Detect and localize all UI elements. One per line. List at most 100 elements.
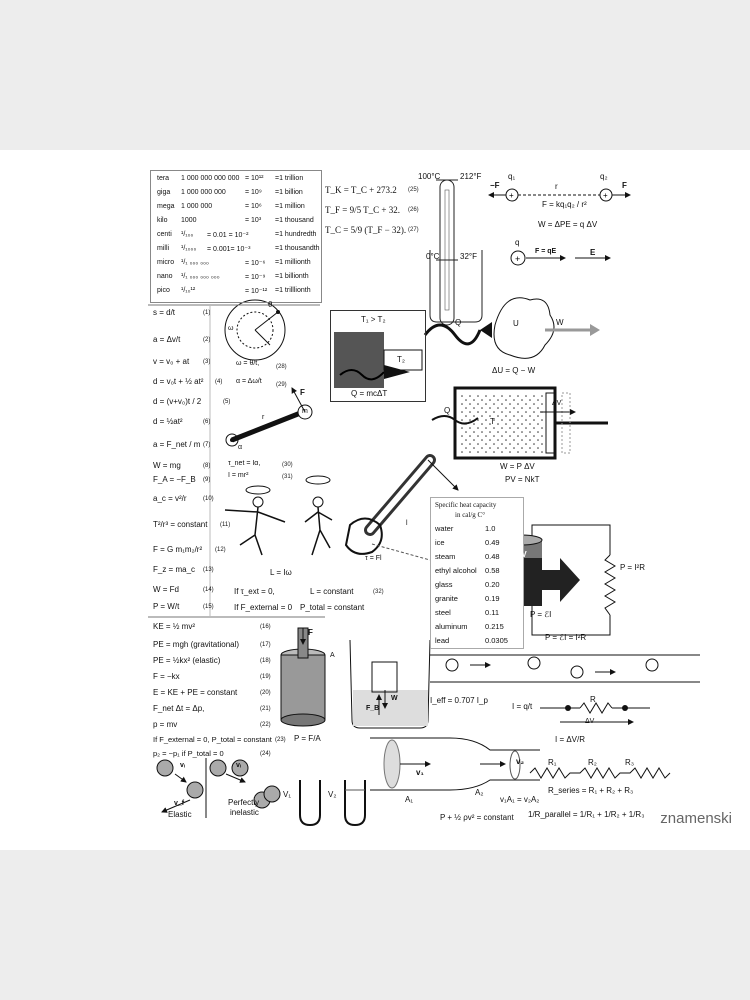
eq-number: (1) xyxy=(203,310,211,316)
collision-diagrams xyxy=(156,758,281,818)
prefix-word: =1 billionth xyxy=(275,273,309,280)
prefix-name: pico xyxy=(157,287,170,294)
label-r: r xyxy=(555,182,558,191)
equation: F_z = ma_c xyxy=(153,565,196,574)
power-i2r: P = I²R xyxy=(620,563,645,572)
equation: v = v₀ + at xyxy=(153,357,190,366)
buoyancy-beaker xyxy=(349,639,431,729)
label-q2: q₂ xyxy=(600,172,608,181)
prefix-word: =1 thousandth xyxy=(275,245,320,252)
prefix-name: milli xyxy=(157,245,170,252)
prefix-value: ¹/₁₀₀ xyxy=(181,231,194,238)
eq-number: (12) xyxy=(215,547,226,553)
prefix-name: kilo xyxy=(157,217,168,224)
bernoulli-eq: P + ½ ρv² = constant xyxy=(440,813,514,822)
label-a: A xyxy=(330,652,335,659)
eq-number: (18) xyxy=(260,658,271,664)
equation: a = Δv/t xyxy=(153,335,181,344)
label-f: F xyxy=(308,628,313,637)
coulomb-diagram: + + + xyxy=(488,188,631,266)
prefix-word: =1 trilllionth xyxy=(275,287,311,294)
equation: a_c = v²/r xyxy=(153,494,187,503)
label-w: W xyxy=(556,318,564,327)
label-32f: 32°F xyxy=(460,252,477,261)
omega-eq: ω = θ/t, xyxy=(236,360,260,367)
eq-number: (5) xyxy=(223,399,231,405)
material: glass xyxy=(435,580,453,589)
eq-celsius: T_C = 5/9 (T_F − 32). xyxy=(325,225,407,235)
first-law: ΔU = Q − W xyxy=(492,366,536,375)
eq-number: (8) xyxy=(203,463,211,469)
prefix-power: = 0.001= 10⁻³ xyxy=(207,246,251,253)
eq-number: (22) xyxy=(260,722,271,728)
prefix-power: = 10¹² xyxy=(245,175,264,182)
label-fb: F_B xyxy=(366,705,380,712)
label-f: F xyxy=(300,388,305,397)
label-e: E xyxy=(590,248,596,257)
material: granite xyxy=(435,594,458,603)
conservation-result-2: P_total = constant xyxy=(300,603,365,612)
eq-number: (25) xyxy=(408,187,419,193)
equation: F_A = −F_B xyxy=(153,475,196,484)
prefix-word: =1 trillion xyxy=(275,175,304,182)
label-f: F xyxy=(622,181,627,190)
label-v1: V₁ xyxy=(283,790,292,799)
label-100c: 100°C xyxy=(418,172,441,181)
prefix-word: =1 millionth xyxy=(275,259,311,266)
equation: W = Fd xyxy=(153,585,180,594)
label-q1: q₁ xyxy=(508,172,516,181)
label-w: W xyxy=(391,695,398,702)
eq-number: (10) xyxy=(203,496,214,502)
torque-lever xyxy=(225,387,313,447)
specific-heat-table: Specific heat capacity in cal/g C° water… xyxy=(430,497,524,649)
material: aluminum xyxy=(435,622,468,631)
label-r2: R₂ xyxy=(588,758,597,767)
equation: d = ½at² xyxy=(153,417,183,426)
continuity-eq: v₁A₁ = v₂A₂ xyxy=(500,795,540,804)
eq-number: (15) xyxy=(203,604,214,610)
prefix-power: = 10⁻⁹ xyxy=(245,274,266,281)
equation: E = KE + PE = constant xyxy=(153,688,238,697)
coulomb-law: F = kq₁q₂ / r² xyxy=(542,200,587,209)
eq-number: (17) xyxy=(260,642,271,648)
equation: PE = mgh (gravitational) xyxy=(153,640,240,649)
label-vi-2: vᵢ xyxy=(236,762,241,769)
prefix-word: =1 hundredth xyxy=(275,231,317,238)
eq-number: (2) xyxy=(203,337,211,343)
eq-number: (31) xyxy=(282,474,293,480)
label-fqe: F = qE xyxy=(535,248,557,255)
label-alpha: α xyxy=(238,444,243,451)
prefix-value: 1 000 000 000 000 xyxy=(181,175,240,182)
equation: s = d/t xyxy=(153,308,176,317)
label-r: r xyxy=(262,414,265,421)
label-212f: 212°F xyxy=(460,172,482,181)
label-0c: 0°C xyxy=(426,252,440,261)
eq-number: (30) xyxy=(282,462,293,468)
equation: d = (v+v₀)t / 2 xyxy=(153,397,202,406)
eq-number: (20) xyxy=(260,690,271,696)
eq-number: (13) xyxy=(203,567,214,573)
label-a2: A₂ xyxy=(475,788,484,797)
label-omega: ω xyxy=(228,325,234,332)
equation: F = G m₁m₂/r² xyxy=(153,545,203,554)
label-u: U xyxy=(513,319,519,328)
label-vel2: v₂ xyxy=(516,757,525,766)
eq-number: (29) xyxy=(276,382,287,388)
label-vi: vᵢ xyxy=(180,762,185,769)
eq-number: (3) xyxy=(203,359,211,365)
label-minus-f: −F xyxy=(490,181,500,190)
equation: KE = ½ mv² xyxy=(153,622,196,631)
material: steam xyxy=(435,552,456,561)
alpha-eq: α = Δω/t xyxy=(236,378,262,385)
current-def: I = q/t xyxy=(512,702,533,711)
equation: PE = ½kx² (elastic) xyxy=(153,656,221,665)
label-r: R xyxy=(590,695,596,704)
conservation-cond-2: If F_external = 0 xyxy=(234,603,293,612)
ideal-gas: PV = NkT xyxy=(505,475,540,484)
prefix-power: = 10⁻⁶ xyxy=(245,260,266,267)
label-q: q xyxy=(515,238,520,247)
eq-number: (21) xyxy=(260,706,271,712)
battery-voltage: 1.5 V xyxy=(508,550,527,559)
tau-fl: τ = Fl xyxy=(365,555,382,562)
